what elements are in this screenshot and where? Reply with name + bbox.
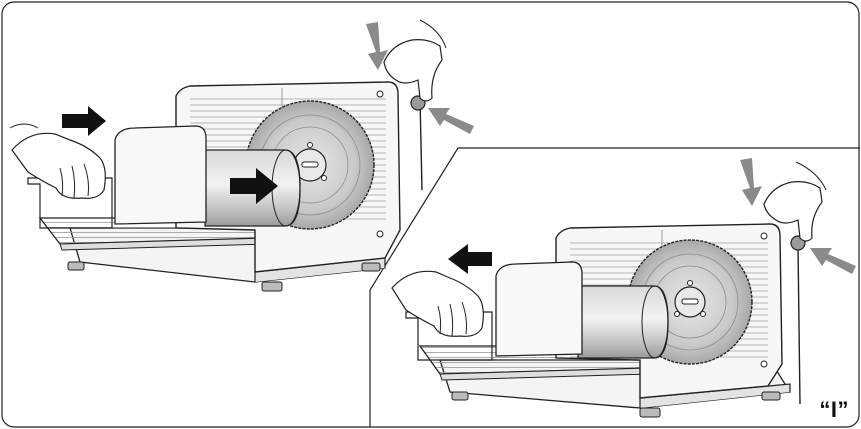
arrow-right-icon (62, 106, 106, 136)
end-plate (495, 261, 583, 357)
arrow-left-icon (428, 108, 474, 134)
arrow-left-icon (448, 244, 492, 274)
foot (67, 261, 85, 271)
end-plate (114, 125, 207, 225)
foot (761, 391, 781, 401)
screw (760, 360, 768, 368)
hand-icon (391, 270, 484, 337)
foot (451, 391, 469, 401)
food-carriage (577, 285, 669, 359)
inset-divider (369, 147, 860, 427)
foot (261, 281, 283, 292)
slicer-right (405, 223, 806, 418)
screw (376, 230, 384, 238)
slicer-left (27, 81, 426, 292)
hand-icon (9, 123, 106, 199)
screw (760, 232, 768, 240)
foot (361, 262, 381, 272)
screw (376, 90, 384, 98)
hand-icon (763, 161, 827, 242)
foot (639, 407, 661, 418)
hand-icon (383, 19, 447, 102)
arrow-left-icon (810, 248, 856, 274)
arrow-down-icon (366, 22, 388, 70)
arrow-down-icon (740, 158, 762, 206)
arrow-right-icon (230, 168, 278, 204)
step-label: “I” (819, 397, 849, 422)
